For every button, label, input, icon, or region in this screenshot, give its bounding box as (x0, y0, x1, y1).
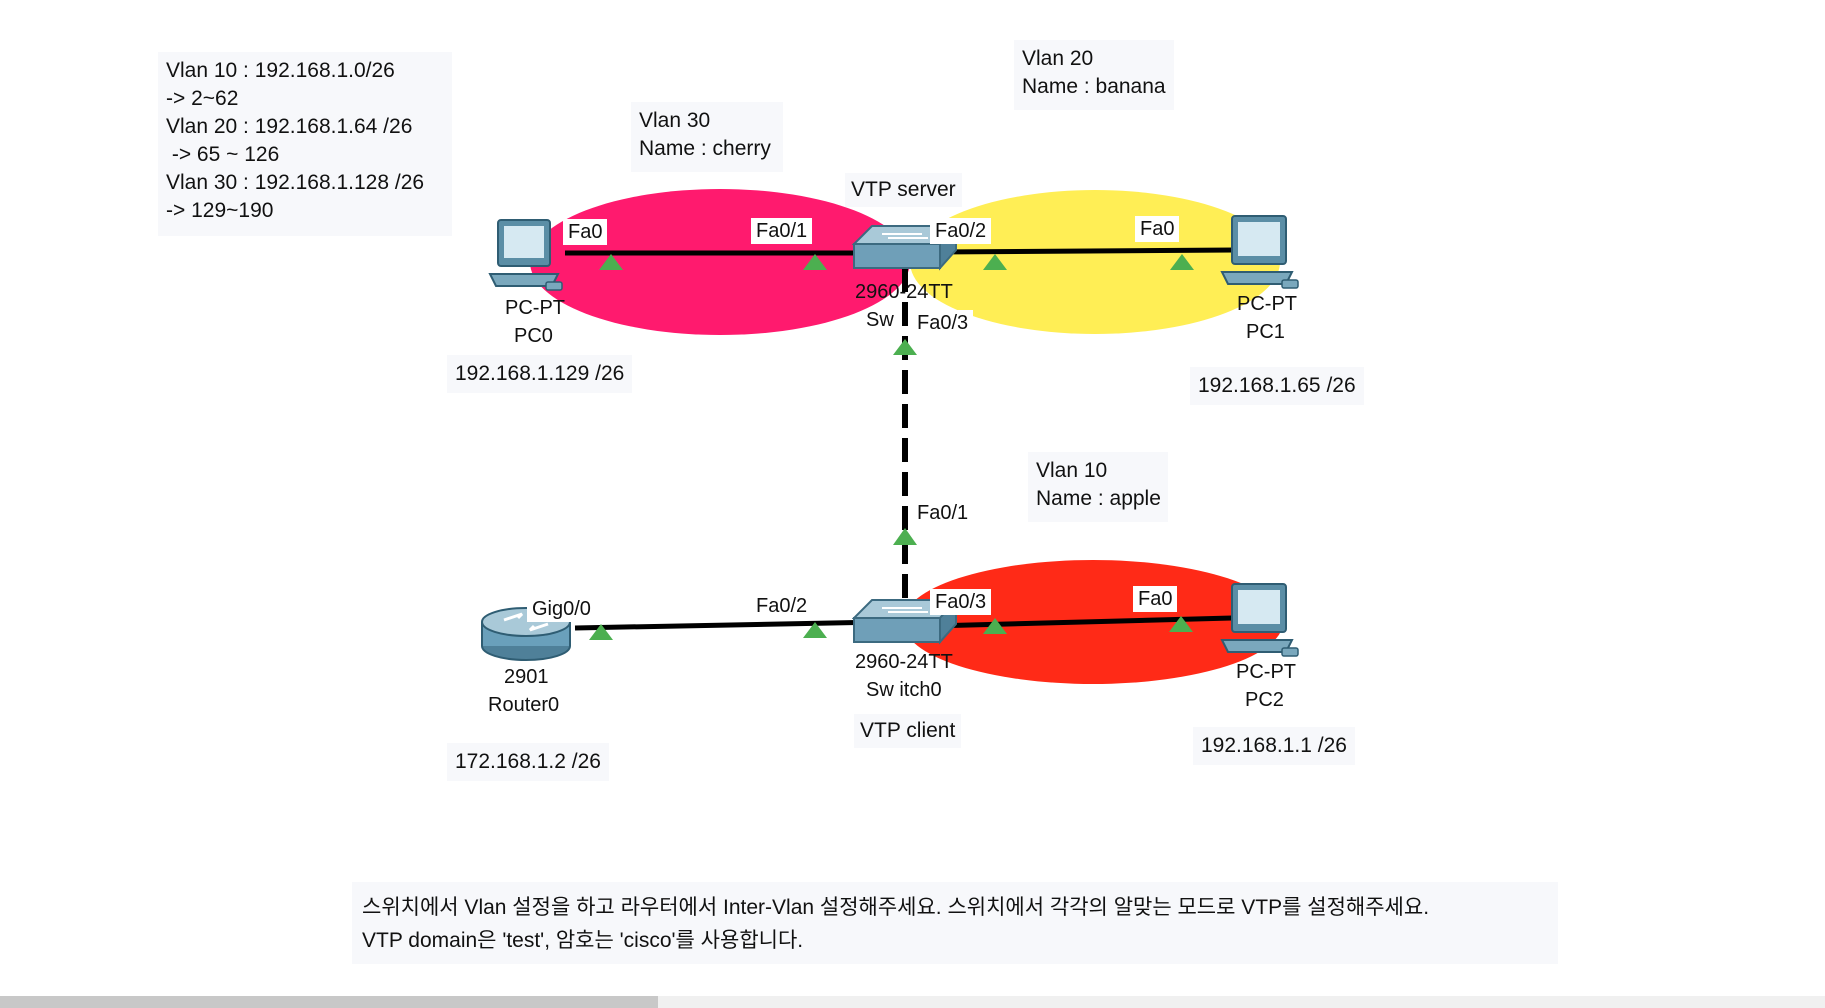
router-ip-label: 172.168.1.2 /26 (447, 743, 609, 781)
horizontal-scrollbar-thumb[interactable] (0, 996, 658, 1008)
link-switch1-pc1 (934, 247, 1236, 255)
pc0-type: PC-PT (505, 297, 565, 319)
switch1-port-fa0-3-label: Fa0/3 (912, 310, 974, 336)
switch1-model: 2960-24TT (855, 281, 953, 303)
addressing-note: Vlan 10 : 192.168.1.0/26 -> 2~62 Vlan 20… (158, 52, 452, 236)
switch1-name: Sw (866, 309, 894, 331)
router-model: 2901 (504, 666, 549, 688)
link-up-pc1-fa0 (1170, 254, 1194, 270)
instructions-line-1: 스위치에서 Vlan 설정을 하고 라우터에서 Inter-Vlan 설정해주세… (362, 896, 1430, 919)
switch0-vtp-role: VTP client (854, 714, 962, 748)
switch0-port-fa0-1-label: Fa0/1 (912, 500, 974, 526)
vlan20-name: Name : banana (1022, 75, 1166, 98)
pc2-icon[interactable] (1218, 582, 1302, 660)
pc1-port-label: Fa0 (1135, 216, 1180, 242)
switch0-port-fa0-3-label: Fa0/3 (930, 589, 992, 615)
vlan30-zone (530, 189, 910, 335)
pc0-name: PC0 (514, 325, 553, 347)
pc1-type: PC-PT (1237, 293, 1297, 315)
switch1-port-fa0-2-label: Fa0/2 (930, 218, 992, 244)
vlan10-note: Vlan 10 Name : apple (1028, 452, 1168, 522)
vlan20-id: Vlan 20 (1022, 47, 1094, 70)
link-up-sw0-fa0-3 (983, 618, 1007, 634)
router-name: Router0 (488, 694, 560, 716)
addressing-line-5: Vlan 30 : 192.168.1.128 /26 (166, 171, 425, 194)
pc0-port-label: Fa0 (563, 219, 608, 245)
switch0-model: 2960-24TT (855, 651, 953, 673)
link-router-switch0 (574, 619, 883, 631)
switch0-port-fa0-2-label: Fa0/2 (751, 593, 813, 619)
link-up-sw1-fa0-2 (983, 254, 1007, 270)
link-up-router-gig0-0 (589, 624, 613, 640)
switch1-vtp-role: VTP server (845, 173, 962, 207)
link-up-pc2-fa0 (1169, 616, 1193, 632)
vlan30-name: Name : cherry (639, 137, 771, 160)
vlan30-note: Vlan 30 Name : cherry (631, 102, 783, 172)
addressing-line-4: -> 65 ~ 126 (166, 143, 280, 166)
vlan20-zone (910, 190, 1280, 334)
addressing-line-6: -> 129~190 (166, 199, 274, 222)
pc1-ip-label: 192.168.1.65 /26 (1190, 367, 1364, 405)
pc2-name: PC2 (1245, 689, 1284, 711)
link-up-pc0-fa0 (599, 254, 623, 270)
vlan10-id: Vlan 10 (1036, 459, 1108, 482)
horizontal-scrollbar[interactable] (0, 996, 1825, 1008)
instructions-line-2: VTP domain은 'test', 암호는 'cisco'를 사용합니다. (362, 929, 804, 952)
addressing-line-3: Vlan 20 : 192.168.1.64 /26 (166, 115, 413, 138)
pc1-name: PC1 (1246, 321, 1285, 343)
vlan20-note: Vlan 20 Name : banana (1014, 40, 1174, 110)
link-status-indicators (589, 254, 1194, 640)
addressing-line-1: Vlan 10 : 192.168.1.0/26 (166, 59, 395, 82)
pc2-port-label: Fa0 (1133, 586, 1178, 612)
addressing-line-2: -> 2~62 (166, 87, 239, 110)
router-port-label: Gig0/0 (527, 596, 596, 622)
switch0-name: Sw itch0 (866, 679, 942, 701)
link-up-sw0-fa0-1 (893, 528, 917, 545)
pc0-icon[interactable] (488, 218, 568, 294)
pc0-ip-label: 192.168.1.129 /26 (447, 355, 633, 393)
switch1-port-fa0-1-label: Fa0/1 (751, 218, 813, 244)
pc2-ip-label: 192.168.1.1 /26 (1193, 727, 1355, 765)
vlan30-id: Vlan 30 (639, 109, 711, 132)
router0-icon[interactable] (478, 602, 574, 662)
pc1-icon[interactable] (1218, 214, 1302, 292)
link-up-sw1-fa0-1 (803, 254, 827, 270)
link-up-sw1-fa0-3 (893, 339, 917, 355)
vlan10-name: Name : apple (1036, 487, 1161, 510)
link-up-sw0-fa0-2 (803, 622, 827, 638)
pc2-type: PC-PT (1236, 661, 1296, 683)
instructions-note: 스위치에서 Vlan 설정을 하고 라우터에서 Inter-Vlan 설정해주세… (352, 882, 1558, 964)
